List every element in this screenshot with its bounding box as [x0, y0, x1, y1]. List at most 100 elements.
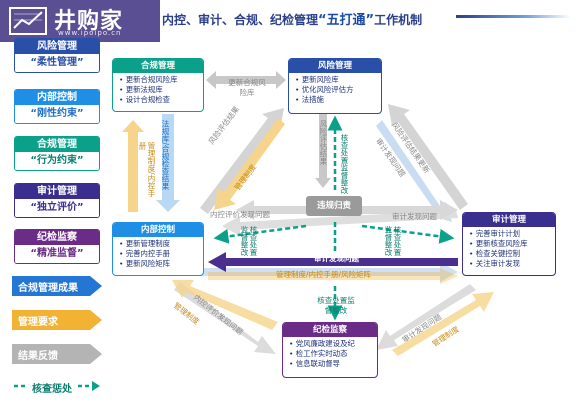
- label-verify-2: 核查处置监督整改: [240, 226, 258, 256]
- list-item: 设计合规检查: [119, 95, 199, 105]
- list-item: 优化风险评估方: [295, 85, 377, 95]
- label-audit-findings-2: 审计发现问题: [392, 212, 437, 221]
- title-prefix: 内控、审计、合规、纪检管理: [162, 13, 319, 27]
- purple-arrow-audit-findings: [208, 252, 458, 272]
- yellow-arrow-icon: [12, 310, 102, 330]
- legend-discipline: 纪检监察 “精准监督”: [14, 229, 100, 264]
- list-item: 党风廉政建设及纪: [289, 339, 373, 349]
- list-item: 更新核查风险库: [469, 239, 551, 249]
- blue-arrow-risk-audit: [376, 120, 452, 222]
- list-item: 更新合规风险库: [119, 75, 199, 85]
- yellow-arrow-discipline-internal: [172, 280, 278, 330]
- compliance-box-title: 合规管理: [113, 59, 203, 73]
- label-audit-findings-main: 审计发现问题: [314, 254, 359, 263]
- legend-compliance-title: 合规管理: [15, 137, 99, 152]
- list-item: 更新风险矩阵: [119, 259, 199, 269]
- audit-box: 审计管理 完善审计计划 更新核查风险库 检查关键控制 关注审计发现: [462, 212, 556, 276]
- yellow-arrow-discipline-audit: [392, 292, 494, 356]
- label-verify-4: 核查处置监督整改: [317, 296, 355, 315]
- compliance-box-list: 更新合规风险库 更新法规库 设计合规检查: [113, 73, 203, 105]
- gray-arrow-risk-center: [315, 112, 331, 188]
- blue-arrow-internal-audit: [200, 262, 458, 282]
- list-item: 关注审计发现: [469, 259, 551, 269]
- logo: 井购家 www.ipoipo.cn: [0, 0, 160, 42]
- list-item: 检工作实时动态: [289, 349, 373, 359]
- risk-box: 风险管理 更新风险库 优化风险评估方 法措施: [288, 58, 382, 114]
- legend-arrow-outcome: 合规管理成果: [12, 274, 104, 298]
- chart-logo-icon: [9, 7, 47, 35]
- logo-url: www.ipoipo.cn: [58, 29, 122, 37]
- list-item: 更新管理制度: [119, 239, 199, 249]
- list-item: 更新风险库: [295, 75, 377, 85]
- yellow-arrow-risk-internal: [214, 118, 285, 210]
- discipline-box: 纪检监察 党风廉政建设及纪 检工作实时动态 信息联动督导: [282, 322, 378, 378]
- legend-arrow-requirement: 管理要求: [12, 308, 104, 332]
- legend-audit-subtitle: “独立评价”: [15, 199, 99, 217]
- risk-box-title: 风险管理: [289, 59, 381, 73]
- label-mgmt-manual: 管理制度/内控手册: [138, 142, 156, 198]
- label-verify-1: 核查处置监督整改: [340, 134, 349, 194]
- gray-arrow-icon: [12, 344, 102, 364]
- gray-arrow-audit-discipline: [376, 284, 476, 350]
- gray-arrow-audit-risk: [388, 104, 468, 210]
- list-item: 法措施: [295, 95, 377, 105]
- gray-arrow-audit-internal: [222, 210, 458, 236]
- blue-arrow-icon: [12, 276, 102, 296]
- audit-box-title: 审计管理: [463, 213, 555, 227]
- dashed-arrow-icon: [14, 381, 100, 391]
- label-verify-3: 核查处置监督整改: [384, 226, 402, 256]
- label-internal-findings-1: 内控评价发现问题: [210, 210, 270, 219]
- legend-internal: 内部控制 “刚性约束”: [14, 89, 100, 124]
- legend-discipline-title: 纪检监察: [15, 230, 99, 245]
- internal-box-list: 更新管理制度 完善内控手册 更新风险矩阵: [113, 237, 203, 269]
- legend-compliance: 合规管理 “行为约束”: [14, 136, 100, 171]
- audit-box-list: 完善审计计划 更新核查风险库 检查关键控制 关注审计发现: [463, 227, 555, 269]
- legend-internal-subtitle: “刚性约束”: [15, 105, 99, 123]
- gray-arrow-internal-risk: [200, 108, 284, 214]
- legend-internal-title: 内部控制: [15, 90, 99, 105]
- risk-box-list: 更新风险库 优化风险评估方 法措施: [289, 73, 381, 105]
- center-box: 违规归责: [306, 196, 362, 216]
- legend-risk: 风险管理 “柔性管理”: [14, 38, 100, 73]
- blue-arrow-compliance-down: [156, 114, 180, 212]
- list-item: 更新法规库: [119, 85, 199, 95]
- yellow-arrow-compliance-internal: [122, 120, 144, 212]
- label-risk-eval: 风险评估结果: [319, 120, 328, 165]
- yellow-arrow-management: [208, 268, 458, 284]
- gray-arrow-internal-discipline: [174, 282, 276, 354]
- legend-arrow-requirement-label: 管理要求: [18, 317, 58, 328]
- legend-arrow-verify: 核查惩处: [12, 376, 104, 396]
- discipline-box-list: 党风廉政建设及纪 检工作实时动态 信息联动督导: [283, 337, 377, 369]
- logo-text: 井购家: [54, 9, 124, 34]
- legend-arrow-outcome-label: 合规管理成果: [18, 283, 78, 294]
- internal-box-title: 内部控制: [113, 223, 203, 237]
- legend-discipline-subtitle: “精准监督”: [15, 245, 99, 263]
- legend-risk-title: 风险管理: [15, 39, 99, 54]
- title-highlight: “五打通”: [318, 13, 375, 28]
- label-mgmt-manual-matrix: 管理制度/内控手册/风险矩阵: [276, 270, 372, 279]
- legend-arrow-feedback: 结果反馈: [12, 342, 104, 366]
- label-regulation-check: 法规库/合规检查结果: [161, 120, 170, 191]
- gray-arrow-center-audit: [362, 200, 458, 220]
- list-item: 完善审计计划: [469, 229, 551, 239]
- legend-compliance-subtitle: “行为约束”: [15, 152, 99, 170]
- discipline-box-title: 纪检监察: [283, 323, 377, 337]
- legend-audit-title: 审计管理: [15, 184, 99, 199]
- page-title: 内控、审计、合规、纪检管理“五打通”工作机制: [162, 9, 422, 28]
- list-item: 信息联动督导: [289, 359, 373, 369]
- title-suffix: 工作机制: [374, 13, 423, 27]
- teal-arrow-center-audit: [361, 224, 455, 244]
- teal-arrow-center-internal: [213, 224, 307, 244]
- title-underline: [456, 15, 571, 18]
- list-item: 完善内控手册: [119, 249, 199, 259]
- legend-risk-subtitle: “柔性管理”: [15, 54, 99, 72]
- gray-arrow-center-internal: [236, 200, 306, 220]
- legend-arrow-verify-label: 核查惩处: [32, 384, 72, 395]
- gray-arrow-compliance-risk: [206, 71, 286, 89]
- list-item: 检查关键控制: [469, 249, 551, 259]
- label-update-compliance-risk: 更新合规风险库: [228, 78, 266, 97]
- internal-box: 内部控制 更新管理制度 完善内控手册 更新风险矩阵: [112, 222, 204, 276]
- legend-arrow-feedback-label: 结果反馈: [18, 351, 58, 362]
